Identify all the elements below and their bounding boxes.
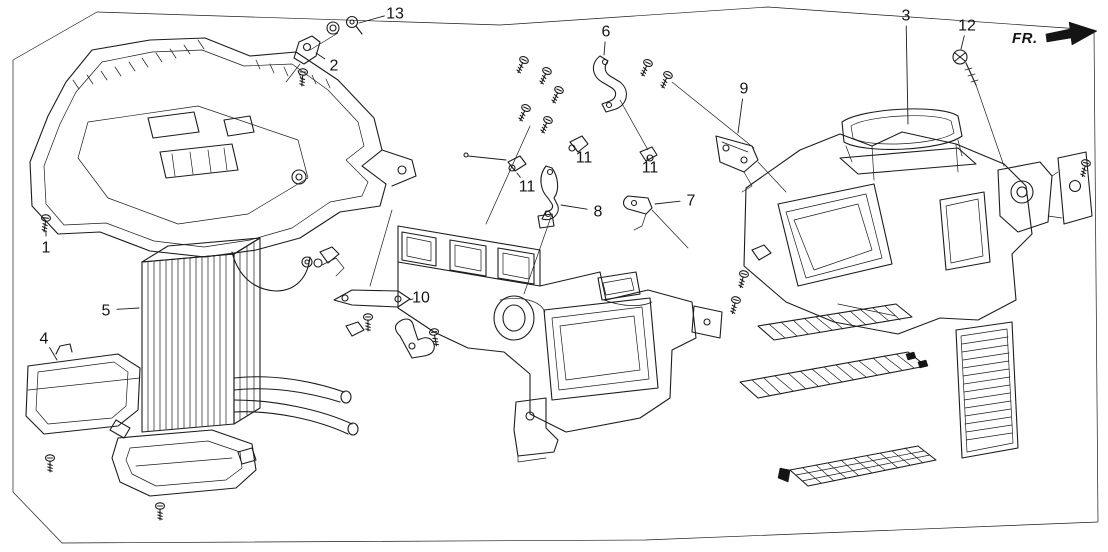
side-seal-panel bbox=[955, 321, 1019, 459]
callout-label-7: 7 bbox=[687, 193, 696, 210]
lever-6 bbox=[592, 55, 627, 113]
filter-panel-bottom bbox=[777, 445, 937, 487]
fr-arrow-icon bbox=[1045, 21, 1098, 46]
link-8 bbox=[537, 165, 559, 229]
callout-leader-2 bbox=[315, 52, 326, 60]
callout-label-6: 6 bbox=[602, 24, 611, 41]
callout-leader-8 bbox=[560, 204, 588, 210]
grommet-13 bbox=[309, 15, 363, 51]
callout-label-10: 10 bbox=[412, 290, 430, 307]
callout-leader-10 bbox=[409, 298, 414, 301]
callout-leader-5 bbox=[116, 307, 140, 310]
callout-label-11a: 11 bbox=[576, 150, 593, 167]
callout-label-8: 8 bbox=[594, 204, 603, 221]
heater-unit-case-3 bbox=[727, 108, 1093, 335]
callout-leader-12 bbox=[960, 35, 965, 50]
clip-11-right bbox=[639, 146, 658, 162]
blower-case-upper bbox=[29, 37, 417, 292]
drain-tray bbox=[111, 429, 257, 521]
callout-label-9: 9 bbox=[740, 81, 749, 98]
callout-leader-9 bbox=[737, 98, 743, 134]
filter-panel-middle bbox=[739, 351, 929, 399]
evaporator-core-5 bbox=[141, 237, 359, 436]
callout-leader-11c bbox=[516, 172, 521, 178]
cooling-case-4 bbox=[25, 343, 141, 473]
callout-label-4: 4 bbox=[40, 331, 49, 348]
callout-leader-7 bbox=[654, 200, 681, 205]
callout-label-12: 12 bbox=[958, 18, 976, 35]
callout-leader-11a bbox=[573, 146, 577, 150]
callout-leader-3 bbox=[905, 25, 909, 125]
callout-leader-6 bbox=[603, 41, 606, 56]
fr-label: FR. bbox=[1012, 30, 1038, 47]
screw-1 bbox=[39, 213, 52, 234]
screw-12 bbox=[952, 49, 1005, 167]
callout-leader-4 bbox=[49, 347, 58, 361]
callout-leader-11b bbox=[646, 155, 649, 160]
callout-label-2: 2 bbox=[330, 58, 339, 75]
callout-label-11b: 11 bbox=[642, 160, 659, 177]
callout-leader-13 bbox=[358, 15, 385, 24]
callout-label-1: 1 bbox=[42, 240, 51, 257]
linkage-parts bbox=[463, 54, 787, 295]
heater-duct-assembly bbox=[397, 225, 723, 463]
bracket-9 bbox=[715, 135, 759, 193]
diagram-border bbox=[12, 6, 1099, 544]
callout-label-3: 3 bbox=[902, 8, 911, 25]
bracket-2 bbox=[285, 35, 321, 87]
fr-direction-marker: FR. bbox=[1012, 21, 1098, 47]
filter-panel-top bbox=[757, 303, 913, 341]
callout-label-5: 5 bbox=[102, 303, 111, 320]
callout-label-11c: 11 bbox=[519, 179, 536, 196]
callout-label-13: 13 bbox=[386, 6, 404, 23]
lever-7 bbox=[622, 195, 653, 231]
